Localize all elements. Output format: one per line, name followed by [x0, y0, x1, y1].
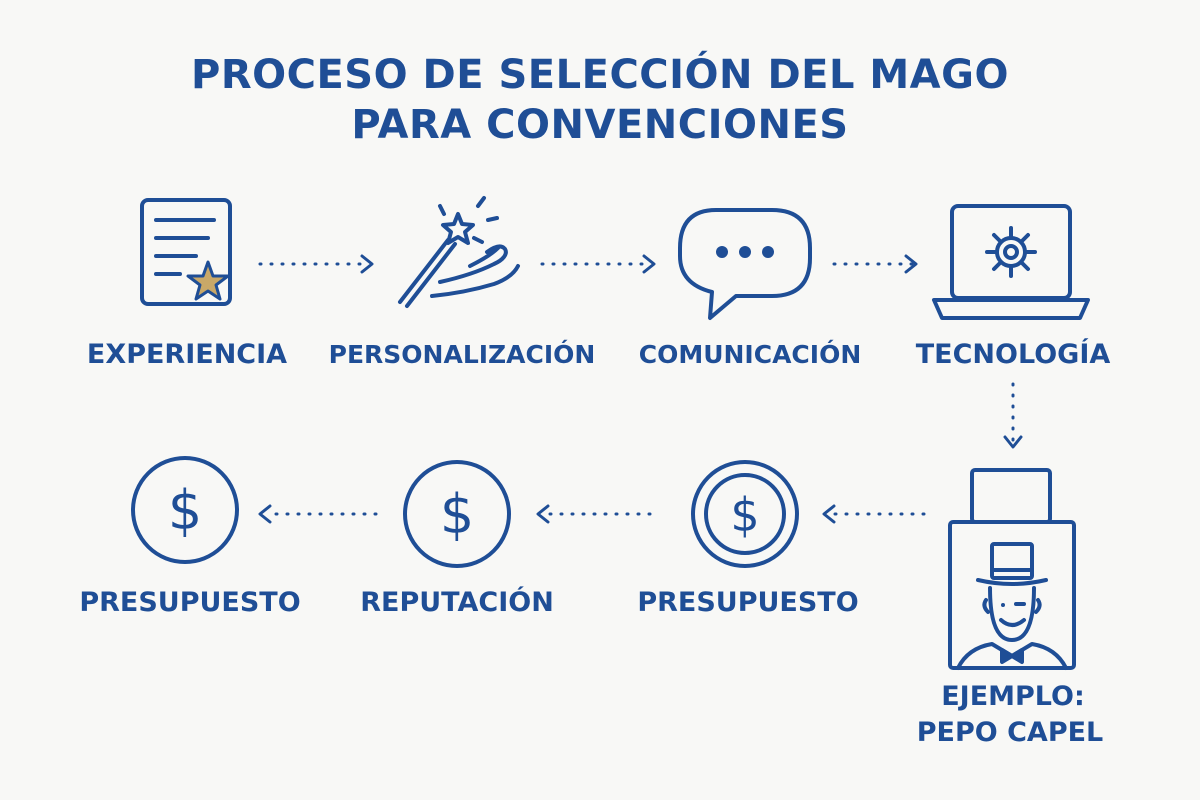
magic-wand-hand-icon: [398, 196, 520, 308]
magician-portrait-icon: [948, 468, 1076, 670]
laptop-gear-icon: [932, 204, 1090, 320]
step-label-reputacion: REPUTACIÓN: [360, 587, 554, 618]
speech-bubble-icon: [678, 208, 812, 320]
arrow-tecnologia-to-ejemplo: [1003, 382, 1023, 449]
svg-text:$: $: [730, 488, 759, 542]
arrow-ejemplo-to-presupuesto: [822, 504, 926, 524]
step-label-ejemplo: EJEMPLO:: [941, 681, 1085, 712]
page-title: PROCESO DE SELECCIÓN DEL MAGO PARA CONVE…: [0, 50, 1200, 150]
step-label-presupuesto-2: PRESUPUESTO: [637, 587, 859, 618]
arrow-personalizacion-to-comunicacion: [540, 254, 656, 274]
step-label-presupuesto-1: PRESUPUESTO: [79, 587, 301, 618]
step-label-experiencia: EXPERIENCIA: [86, 339, 288, 370]
step-label-tecnologia: TECNOLOGÍA: [915, 339, 1111, 370]
svg-text:$: $: [168, 479, 202, 542]
step-label-personalizacion: PERSONALIZACIÓN: [328, 340, 596, 369]
title-line-2: PARA CONVENCIONES: [351, 102, 849, 148]
arrow-experiencia-to-personalizacion: [258, 254, 374, 274]
certificate-star-icon: [140, 198, 232, 306]
coin-dollar-icon: $: [691, 460, 799, 568]
dollar-circle-icon: $: [131, 456, 239, 564]
step-label-ejemplo-name: PEPO CAPEL: [916, 717, 1104, 748]
dollar-circle-icon: $: [403, 460, 511, 568]
step-label-comunicacion: COMUNICACIÓN: [638, 340, 862, 369]
arrow-comunicacion-to-tecnologia: [832, 254, 918, 274]
arrow-presupuesto-to-reputacion: [536, 504, 652, 524]
arrow-reputacion-to-presupuesto: [258, 504, 378, 524]
title-line-1: PROCESO DE SELECCIÓN DEL MAGO: [191, 52, 1009, 98]
svg-text:$: $: [440, 483, 474, 546]
